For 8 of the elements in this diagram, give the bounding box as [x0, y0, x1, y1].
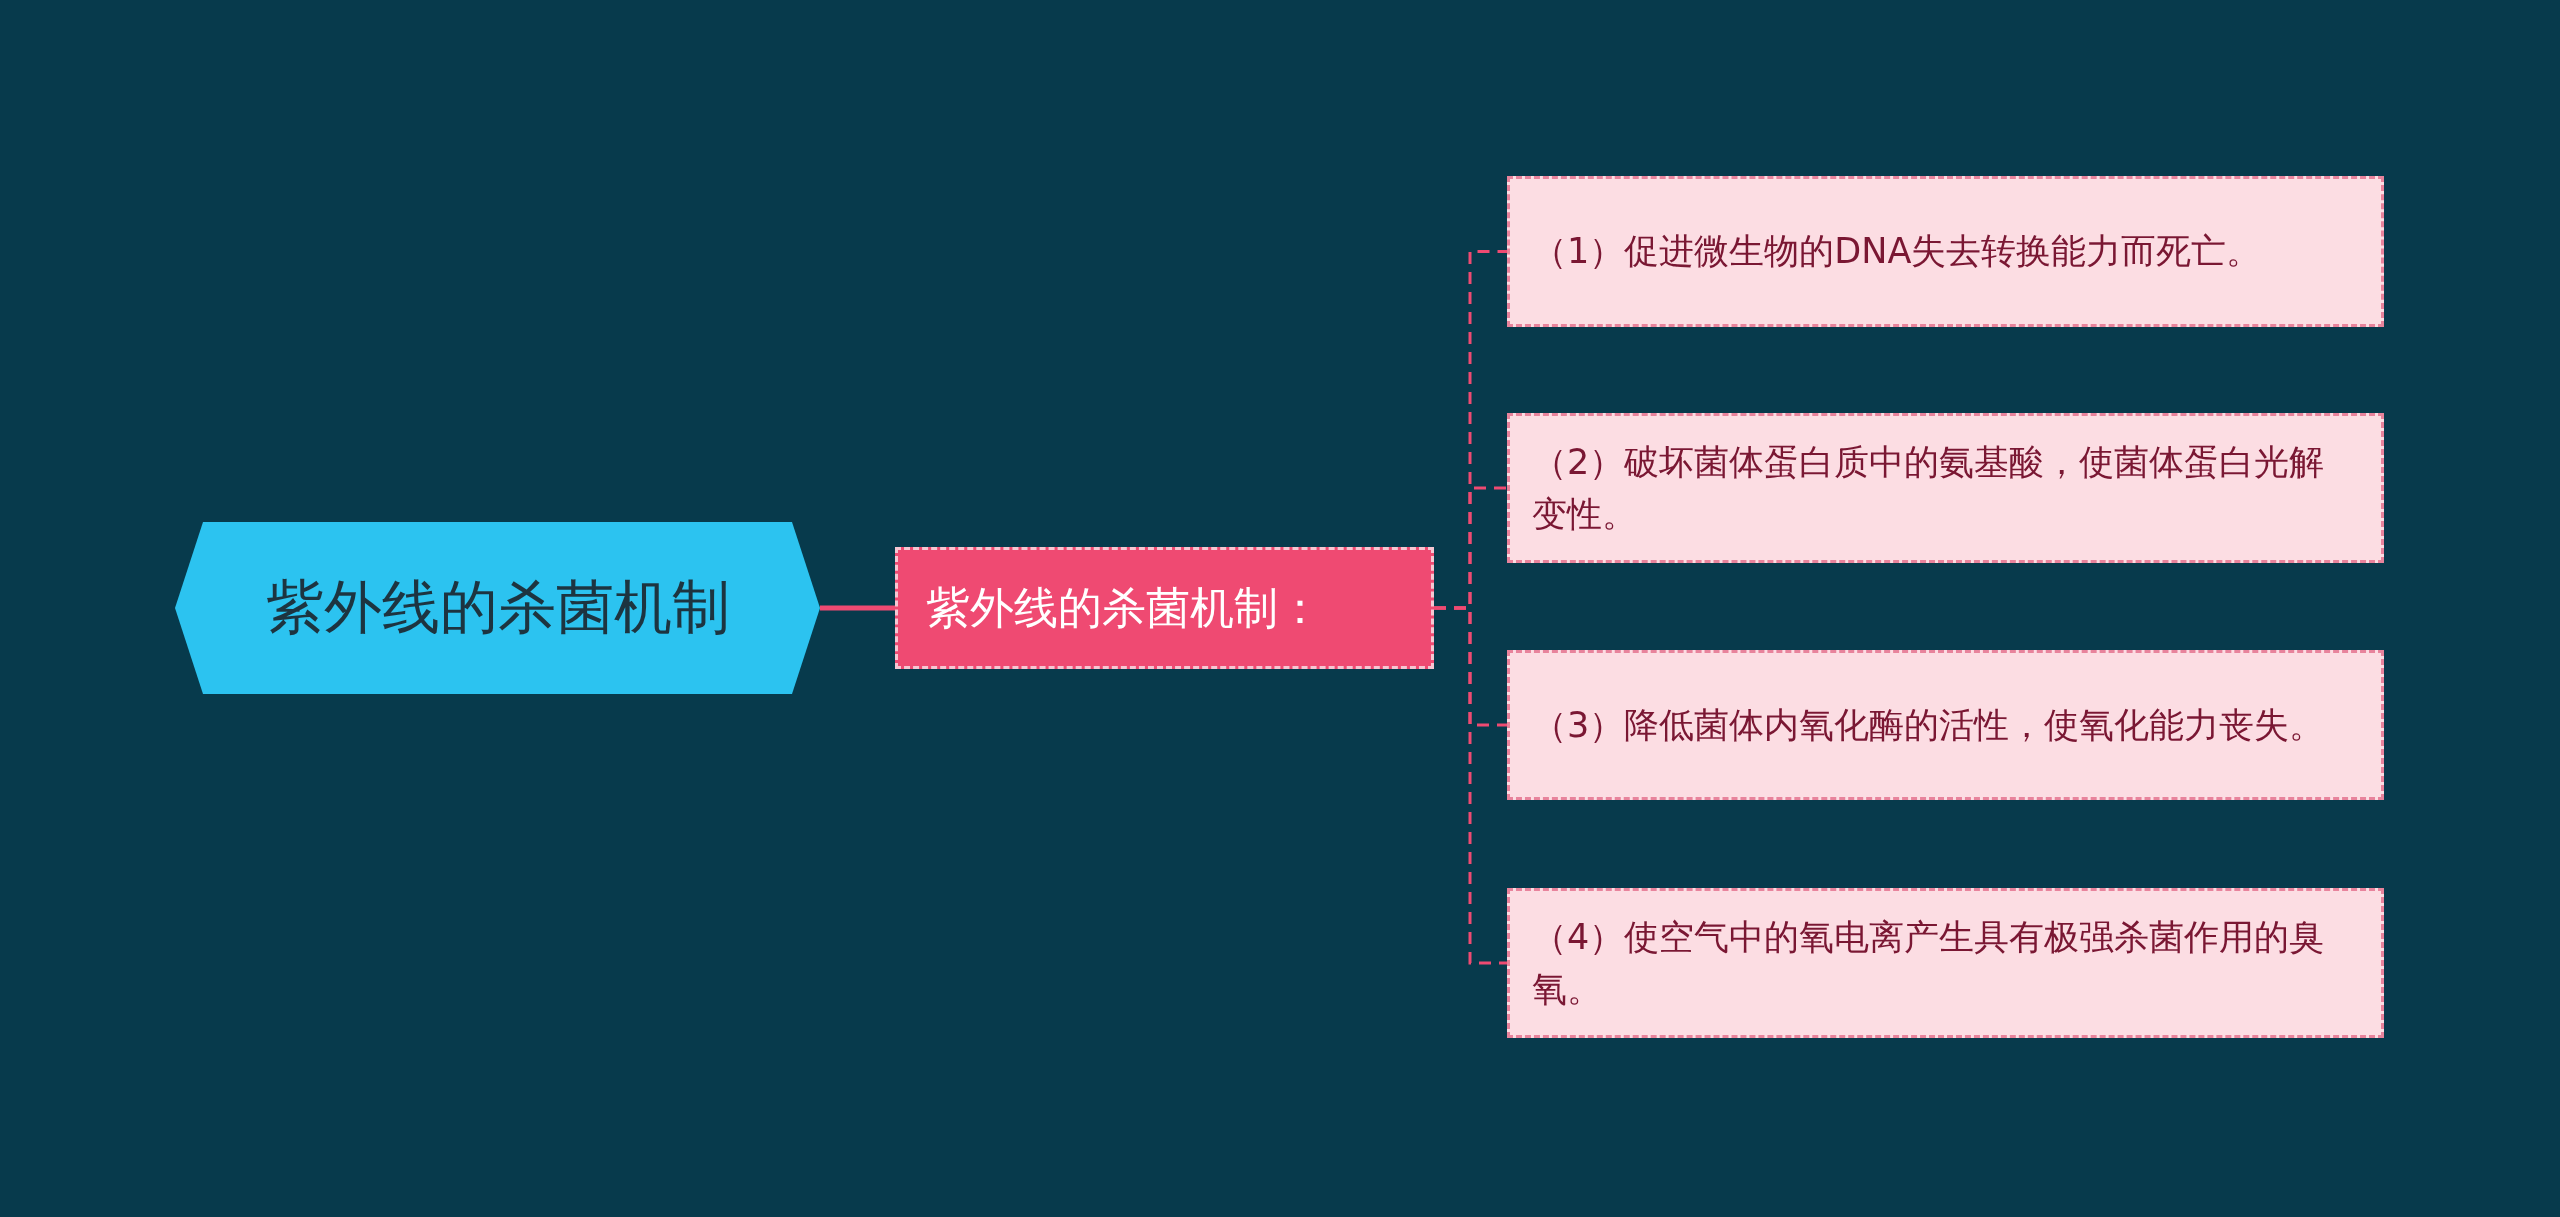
topic-title: 紫外线的杀菌机制 [264, 572, 731, 643]
connector-line [1434, 606, 1507, 965]
detail-box: （2）破坏菌体蛋白质中的氨基酸，使菌体蛋白光解变性。 [1507, 413, 2384, 563]
detail-box: （4）使空气中的氧电离产生具有极强杀菌作用的臭氧。 [1507, 888, 2384, 1038]
subtopic-box: 紫外线的杀菌机制： [895, 547, 1434, 669]
detail-box: （1）促进微生物的DNA失去转换能力而死亡。 [1507, 176, 2384, 327]
connector-line [820, 605, 895, 611]
detail-box: （3）降低菌体内氧化酶的活性，使氧化能力丧失。 [1507, 650, 2384, 800]
